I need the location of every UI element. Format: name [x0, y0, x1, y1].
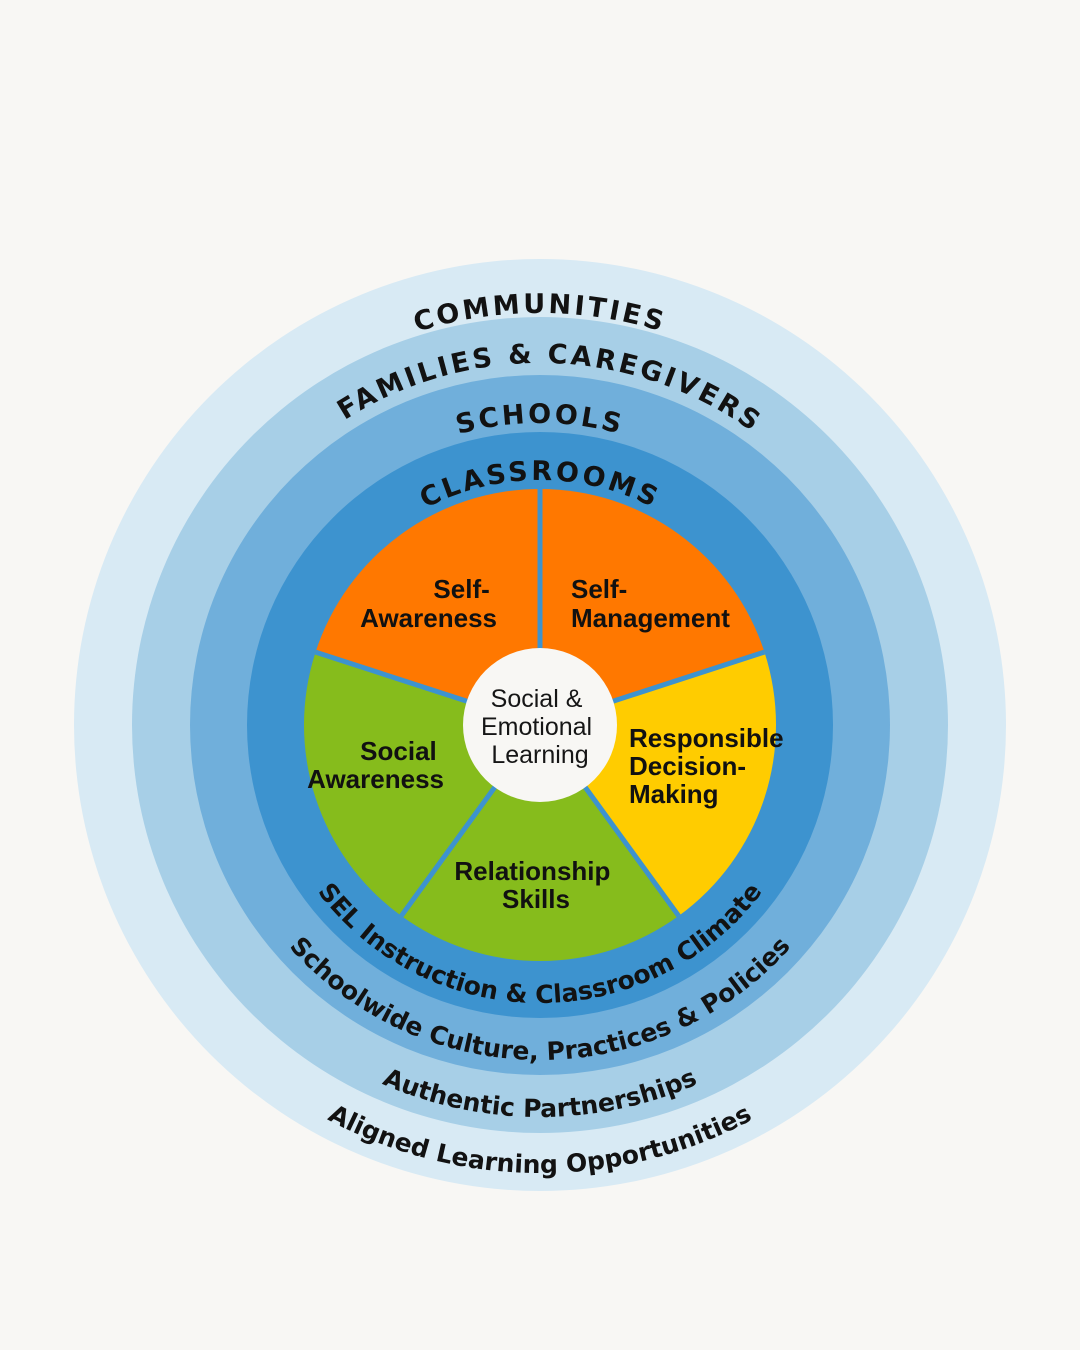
- label-line: Skills: [502, 884, 570, 914]
- label-social-awareness: Social Awareness: [307, 736, 444, 794]
- label-line: Awareness: [360, 603, 497, 633]
- center-label-line: Social &: [491, 685, 583, 713]
- label-line: Awareness: [307, 764, 444, 794]
- label-line: Relationship: [454, 856, 610, 886]
- label-line: Decision-: [629, 751, 746, 781]
- center-label-line: Learning: [491, 741, 588, 769]
- label-self-awareness: Self- Awareness: [360, 574, 497, 633]
- center-label-line: Emotional: [481, 713, 592, 741]
- label-self-management: Self- Management: [571, 574, 730, 633]
- label-line: Management: [571, 603, 730, 633]
- slice-self-management: [540, 489, 765, 725]
- label-line: Making: [629, 779, 719, 809]
- label-line: Responsible: [629, 723, 784, 753]
- center-label: Social & Emotional Learning: [481, 685, 599, 769]
- label-relationship-skills: Relationship Skills: [454, 856, 617, 914]
- center-circle: [463, 648, 617, 802]
- label-line: Self-: [433, 574, 489, 604]
- label-line: Self-: [571, 574, 627, 604]
- label-responsible-decision-making: Responsible Decision- Making: [629, 723, 791, 809]
- label-line: Social: [360, 736, 437, 766]
- slice-relationship-skills: [401, 725, 679, 961]
- slice-self-awareness: [315, 489, 540, 725]
